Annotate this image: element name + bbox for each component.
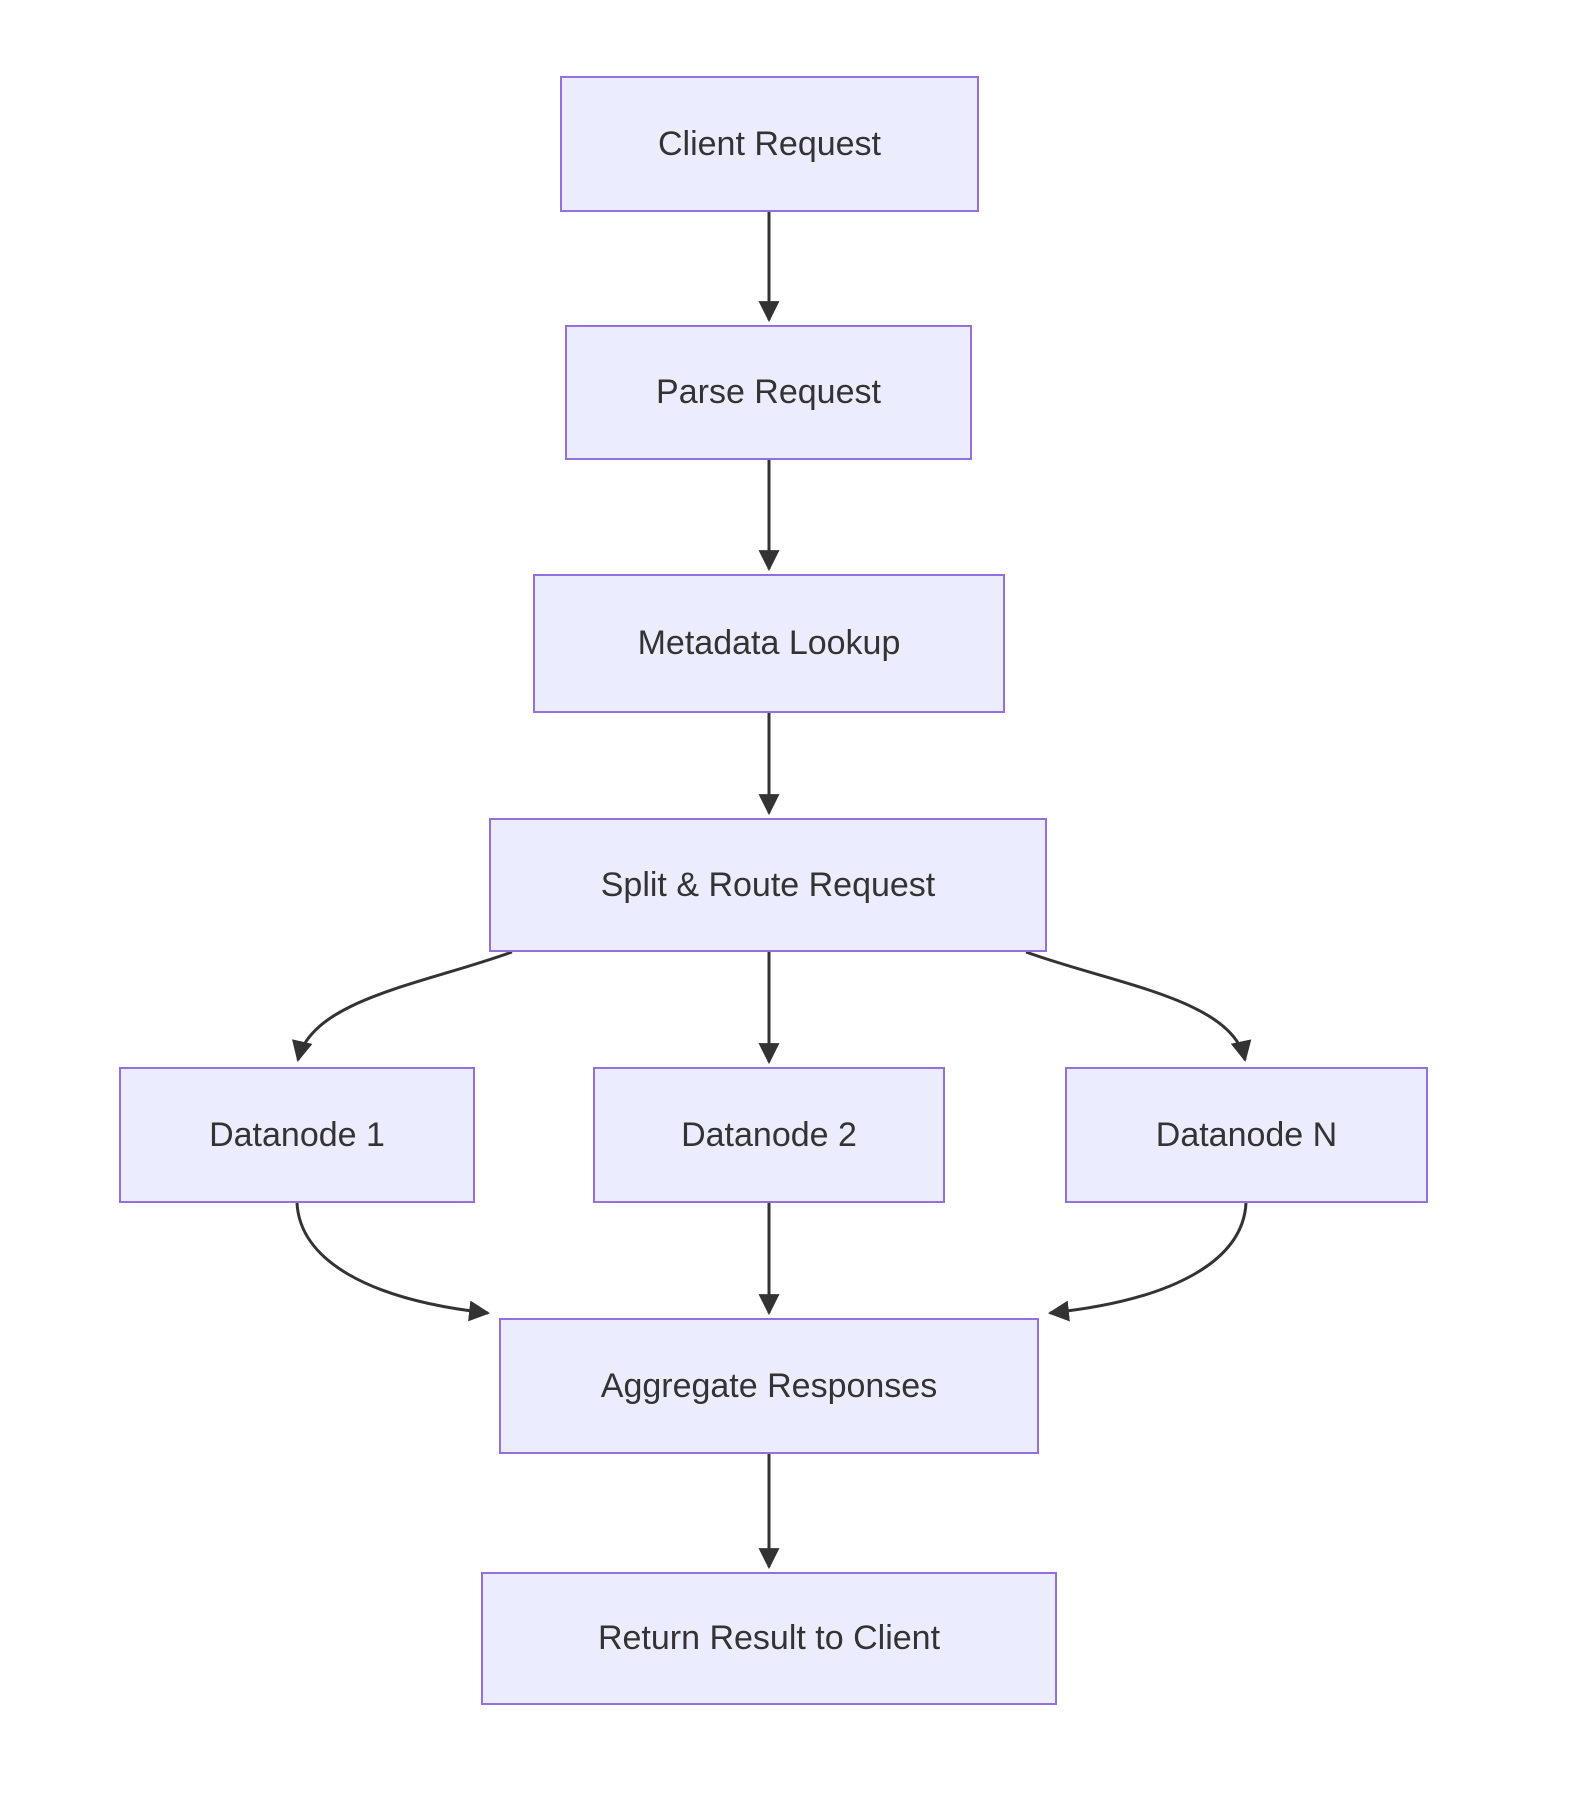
node-datanode-n-label: Datanode N	[1155, 1115, 1338, 1154]
node-datanode-1-label: Datanode 1	[209, 1115, 385, 1154]
node-split-route-request-label: Split & Route Request	[600, 865, 936, 904]
node-client-request: Client Request	[560, 76, 979, 212]
edge-split-to-datanodeN	[1025, 950, 1252, 1063]
node-split-route-request: Split & Route Request	[489, 818, 1047, 952]
node-metadata-lookup-label: Metadata Lookup	[637, 624, 901, 663]
node-metadata-lookup: Metadata Lookup	[533, 574, 1005, 713]
node-client-request-label: Client Request	[657, 124, 881, 163]
edge-split-to-datanode1	[292, 950, 513, 1063]
node-return-result-to-client: Return Result to Client	[481, 1572, 1057, 1705]
edge-datanode1-to-aggregate	[295, 1202, 491, 1322]
node-aggregate-responses: Aggregate Responses	[499, 1318, 1039, 1454]
edge-datanodeN-to-aggregate	[1047, 1202, 1248, 1322]
node-datanode-n: Datanode N	[1065, 1067, 1428, 1203]
node-parse-request-label: Parse Request	[656, 373, 881, 412]
node-aggregate-responses-label: Aggregate Responses	[600, 1366, 938, 1405]
node-return-result-to-client-label: Return Result to Client	[597, 1619, 941, 1658]
node-datanode-2: Datanode 2	[593, 1067, 945, 1203]
node-datanode-1: Datanode 1	[119, 1067, 475, 1203]
node-datanode-2-label: Datanode 2	[681, 1115, 857, 1154]
node-parse-request: Parse Request	[565, 325, 972, 460]
